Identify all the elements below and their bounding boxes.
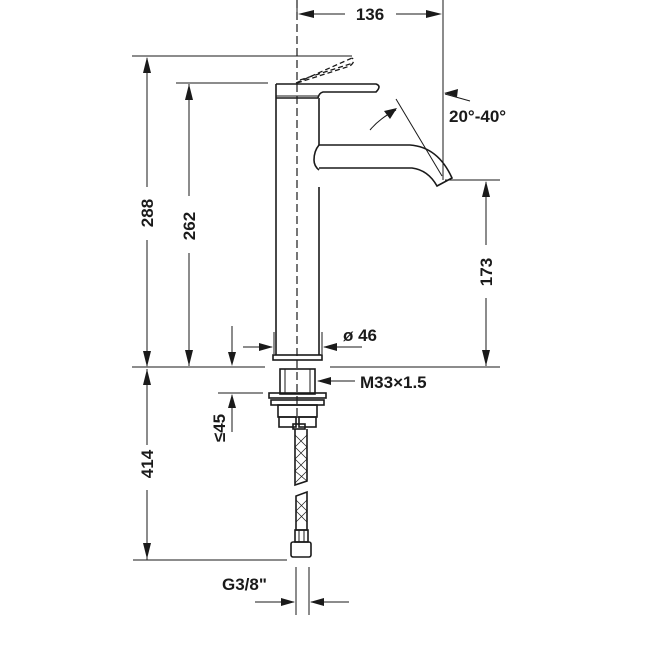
dimension-spout-reach: 136	[296, 0, 444, 180]
dimension-body-diameter: ø 46	[228, 326, 377, 366]
lever-raised-outline	[295, 57, 355, 84]
dimension-lever-angle: 20°-40°	[369, 89, 506, 177]
dimension-thread: M33×1.5	[317, 373, 427, 392]
label-hose-length: 414	[138, 449, 157, 478]
dimension-hose-length: 414	[133, 369, 287, 561]
label-spout-height: 173	[477, 258, 496, 286]
label-lever-angle: 20°-40°	[449, 107, 506, 126]
label-connection: G3/8"	[222, 575, 267, 594]
dimension-total-height: 288	[138, 57, 157, 367]
faucet-body	[272, 83, 454, 361]
dimension-spout-height: 173	[445, 179, 500, 366]
label-spout-reach: 136	[356, 5, 384, 24]
dimension-counter-thickness: ≤45	[210, 392, 263, 442]
dimension-connection: G3/8"	[222, 567, 349, 615]
dimension-body-height: 262	[180, 84, 199, 366]
mounting-fitting	[268, 368, 327, 430]
label-counter-thickness: ≤45	[210, 414, 229, 442]
label-thread: M33×1.5	[360, 373, 427, 392]
label-body-diameter: ø 46	[343, 326, 377, 345]
label-total-height: 288	[138, 199, 157, 227]
braided-hose	[290, 429, 312, 558]
label-body-height: 262	[180, 212, 199, 240]
